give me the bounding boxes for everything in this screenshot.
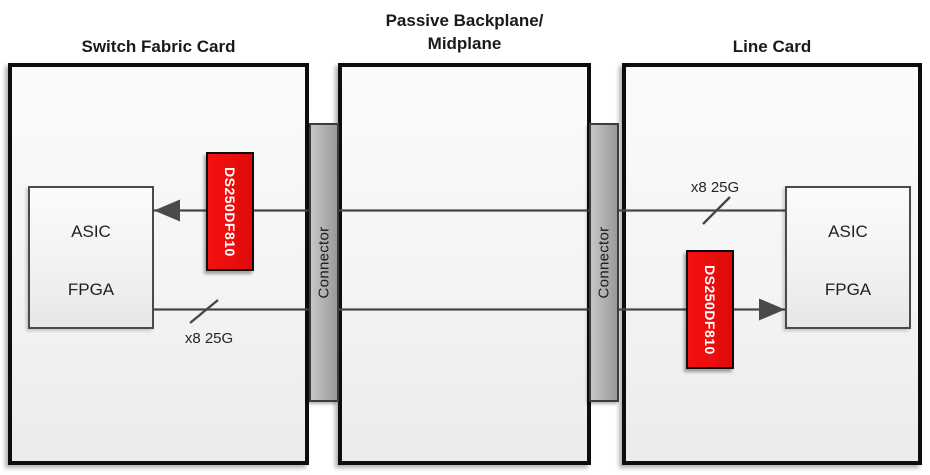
retimer-part-number: DS250DF810 xyxy=(222,166,238,257)
connector-left-label: Connector xyxy=(315,226,333,299)
bus-width-label-right: x8 25G xyxy=(690,179,740,196)
fpga-label: FPGA xyxy=(67,280,115,299)
asic-label: ASIC xyxy=(71,222,111,241)
retimer-part-number: DS250DF810 xyxy=(702,264,718,355)
line-card-title: Line Card xyxy=(732,37,812,56)
asic-fpga-block-line-card: ASIC FPGA xyxy=(785,186,911,329)
backplane-title: Passive Backplane/ Midplane xyxy=(385,11,544,53)
bus-width-label-left: x8 25G xyxy=(184,330,234,347)
asic-label: ASIC xyxy=(828,222,868,241)
retimer-block-line-card: DS250DF810 xyxy=(686,250,734,369)
connector-left: Connector xyxy=(309,123,339,402)
retimer-block-switch-fabric: DS250DF810 xyxy=(206,152,254,271)
connector-right: Connector xyxy=(589,123,619,402)
backplane-box xyxy=(338,63,591,465)
connector-right-label: Connector xyxy=(595,226,613,299)
asic-fpga-block-switch-fabric: ASIC FPGA xyxy=(28,186,154,329)
switch-fabric-card-title: Switch Fabric Card xyxy=(81,37,236,56)
fpga-label: FPGA xyxy=(824,280,872,299)
